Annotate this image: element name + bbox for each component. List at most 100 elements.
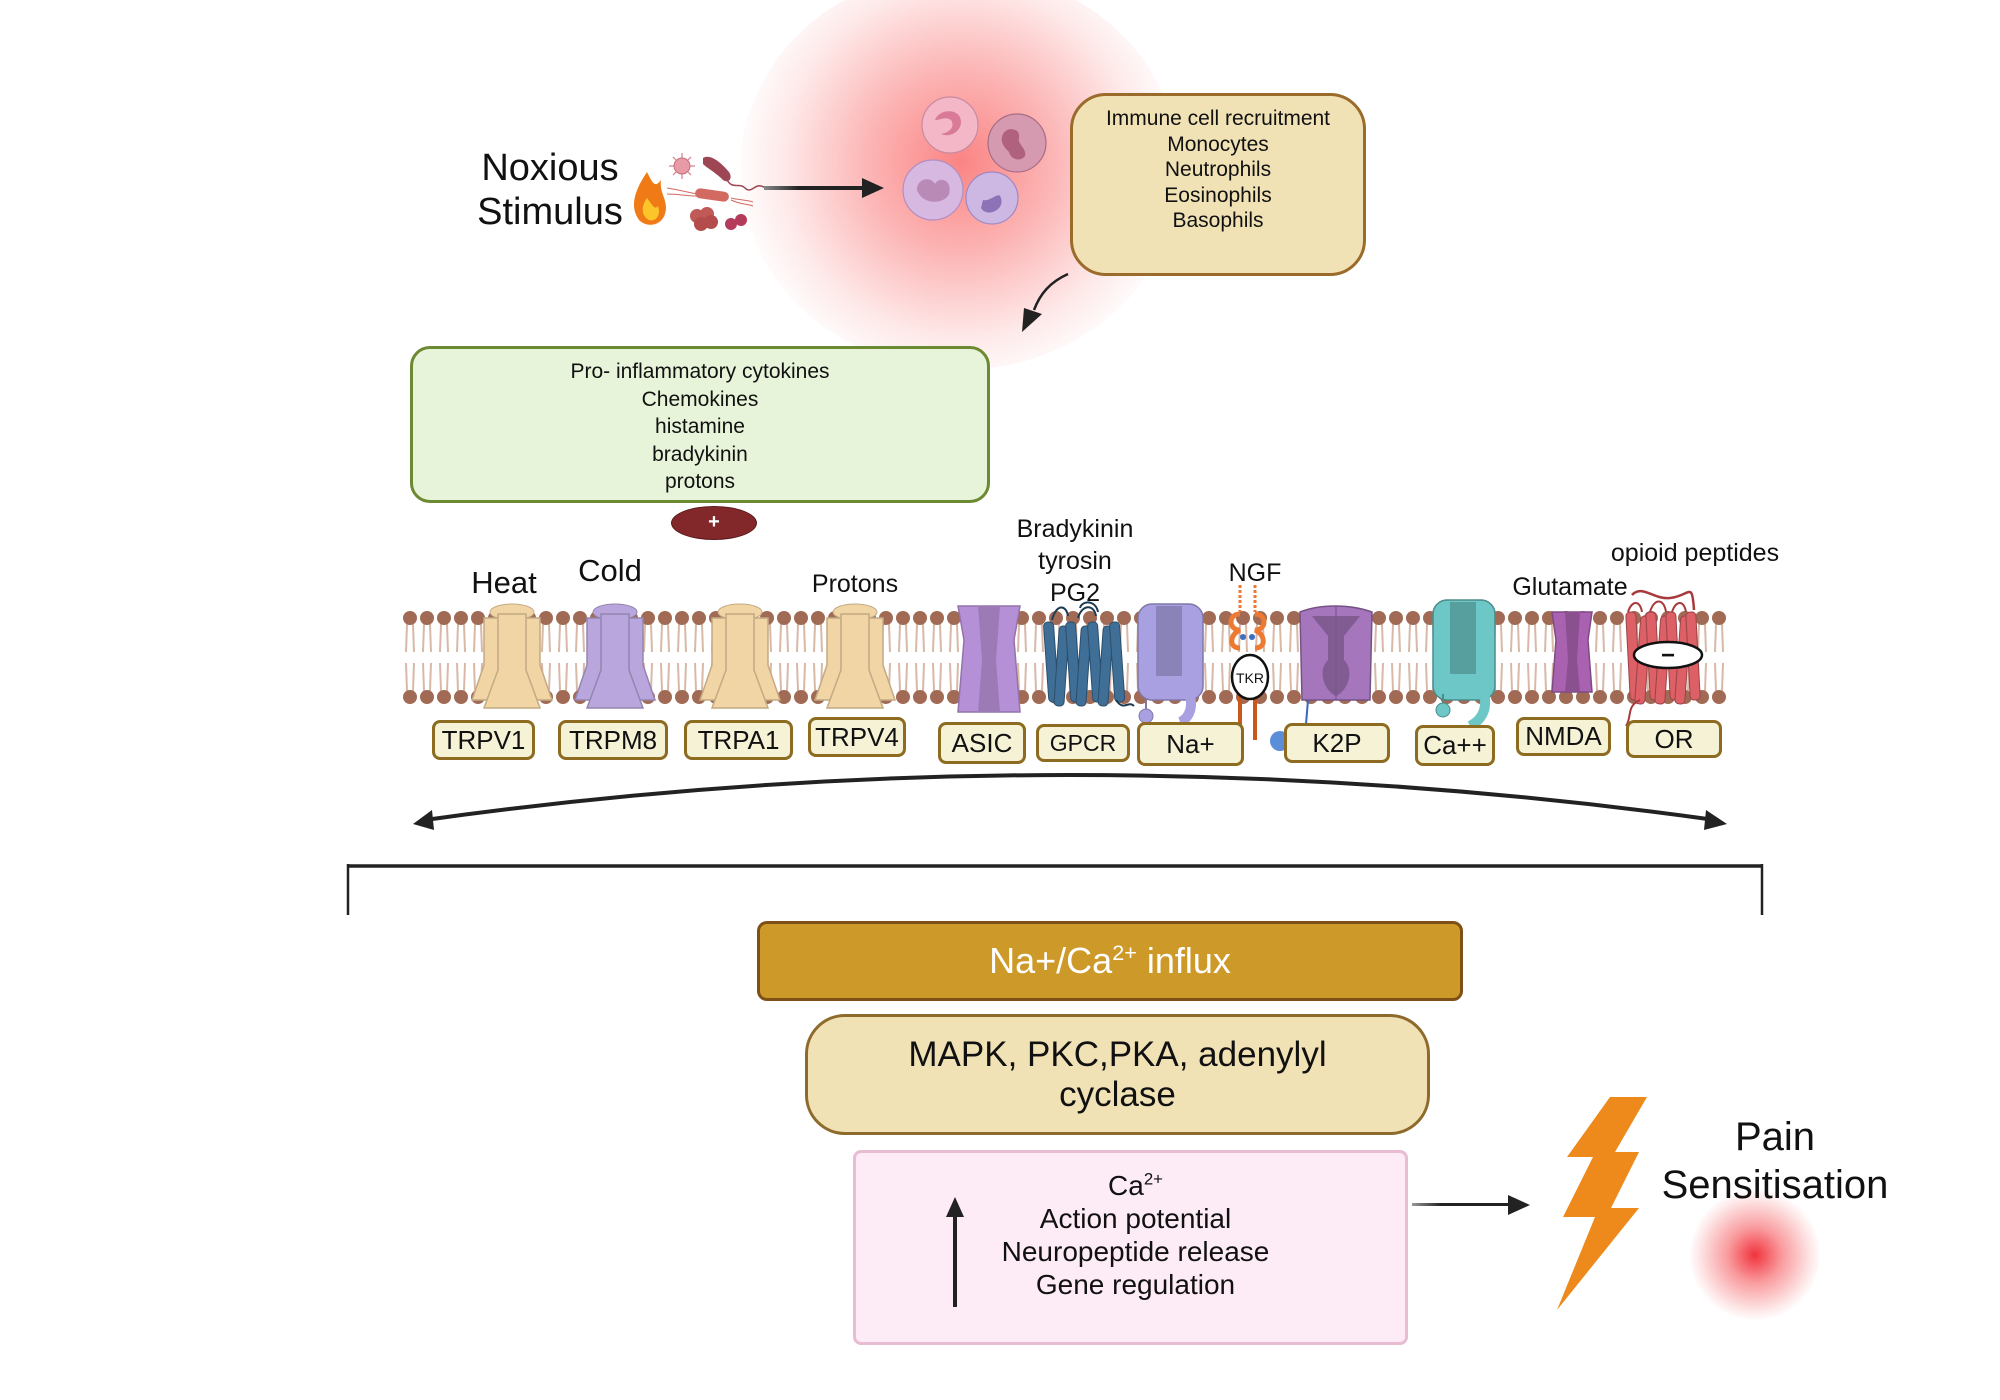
receptor-label-or: OR: [1626, 720, 1722, 758]
lipid-head: [777, 611, 791, 625]
receptor-label-nmda: NMDA: [1516, 717, 1611, 756]
potentiation-plus-badge: +: [671, 506, 757, 540]
immune-cells: [902, 96, 1047, 225]
lipid-head: [1202, 690, 1216, 704]
lipid-head: [1372, 690, 1386, 704]
ion-influx-box: Na+/Ca2+ influx: [757, 921, 1463, 1001]
lipid-head: [1219, 690, 1233, 704]
receptor-label-trpa1: TRPA1: [684, 720, 793, 760]
lipid-head: [658, 611, 672, 625]
lipid-tail: [915, 662, 925, 692]
lipid-head: [1083, 611, 1097, 625]
lipid-head: [454, 690, 468, 704]
lipid-tail: [1510, 623, 1520, 653]
lipid-tail: [660, 662, 670, 692]
lipid-head: [658, 690, 672, 704]
lipid-tail: [779, 623, 789, 653]
lipid-head: [471, 611, 485, 625]
lipid-tail: [1544, 623, 1554, 653]
lipid-tail: [779, 662, 789, 692]
lipid-head: [403, 690, 417, 704]
lipid-tail: [1391, 623, 1401, 653]
opioid-peptides-label: opioid peptides: [1610, 539, 1780, 567]
lipid-tail: [643, 623, 653, 653]
lipid-head: [1695, 611, 1709, 625]
lipid-tail: [694, 623, 704, 653]
lipid-head: [1576, 690, 1590, 704]
lipid-tail: [1374, 623, 1384, 653]
influx-prefix: Na+/Ca: [989, 940, 1113, 981]
lipid-head: [930, 690, 944, 704]
lipid-tail: [1527, 662, 1537, 692]
lipid-head: [556, 690, 570, 704]
lipid-tail: [1612, 662, 1622, 692]
lipid-head: [1117, 611, 1131, 625]
bracket: [346, 864, 1764, 915]
mediator-item: bradykinin: [652, 442, 748, 466]
influx-superscript: 2+: [1112, 940, 1137, 965]
lipid-head: [1610, 611, 1624, 625]
immune-box-title: Immune cell recruitment: [1105, 107, 1331, 130]
lipid-head: [1508, 611, 1522, 625]
lipid-tail: [1034, 662, 1044, 692]
lipid-head: [675, 611, 689, 625]
lipid-tail: [1204, 662, 1214, 692]
lipid-head: [1610, 690, 1624, 704]
basophil-cell-icon: [965, 171, 1019, 225]
ca-line: Ca2+: [1108, 1169, 1163, 1202]
lipid-tail: [1595, 662, 1605, 692]
lipid-head: [896, 611, 910, 625]
lipid-head: [811, 611, 825, 625]
lipid-head: [1032, 611, 1046, 625]
lipid-tail: [796, 662, 806, 692]
asic-channel-icon: [957, 605, 1021, 713]
calcium-channel-icon: [1432, 599, 1496, 731]
lipid-head: [675, 690, 689, 704]
outcome-item: Gene regulation: [1035, 1269, 1236, 1300]
immune-recruitment-box: Immune cell recruitment Monocytes Neutro…: [1070, 93, 1366, 276]
lipid-head: [896, 690, 910, 704]
recruitment-to-mediators-arrow: [1022, 272, 1069, 332]
bacillus-icon: [666, 187, 754, 207]
lipid-head: [794, 690, 808, 704]
lipid-head: [930, 611, 944, 625]
lipid-tail: [1017, 623, 1027, 653]
influx-suffix: influx: [1136, 940, 1231, 981]
eosinophil-cell-icon: [987, 113, 1047, 173]
lipid-head: [573, 611, 587, 625]
lipid-tail: [1374, 662, 1384, 692]
lipid-head: [1032, 690, 1046, 704]
lipid-tail: [677, 662, 687, 692]
coccus-cluster-icon: [690, 207, 718, 231]
kinase-line: MAPK, PKC,PKA, adenylyl: [908, 1034, 1327, 1074]
lipid-head: [1491, 690, 1505, 704]
lipid-tail: [660, 623, 670, 653]
convergence-graphics: [346, 773, 1764, 915]
pain-glow: [1690, 1190, 1820, 1320]
lipid-tail: [898, 662, 908, 692]
lipid-tail: [1408, 623, 1418, 653]
lipid-head: [454, 611, 468, 625]
lipid-tail: [1510, 662, 1520, 692]
lipid-head: [1049, 611, 1063, 625]
noxious-stimulus-label: Noxious Stimulus: [455, 146, 645, 234]
lipid-head: [1372, 611, 1386, 625]
lipid-head: [1593, 690, 1607, 704]
gpcr-receptor-icon: [1043, 601, 1135, 707]
receptor-channels: TKR−: [470, 585, 1704, 751]
lipid-tail: [456, 662, 466, 692]
lipid-head: [641, 611, 655, 625]
lipid-tail: [694, 662, 704, 692]
lipid-tail: [422, 662, 432, 692]
lipid-tail: [796, 623, 806, 653]
lipid-head: [692, 611, 706, 625]
pain-text: Pain: [1734, 1115, 1816, 1159]
lipid-tail: [405, 623, 415, 653]
lipid-head: [1287, 611, 1301, 625]
lipid-tail: [949, 623, 959, 653]
lipid-head: [913, 611, 927, 625]
outcome-to-pain-arrow: [1412, 1195, 1530, 1215]
lipid-tail: [1204, 623, 1214, 653]
lipid-head: [556, 611, 570, 625]
tkr-text: TKR: [1236, 670, 1264, 686]
